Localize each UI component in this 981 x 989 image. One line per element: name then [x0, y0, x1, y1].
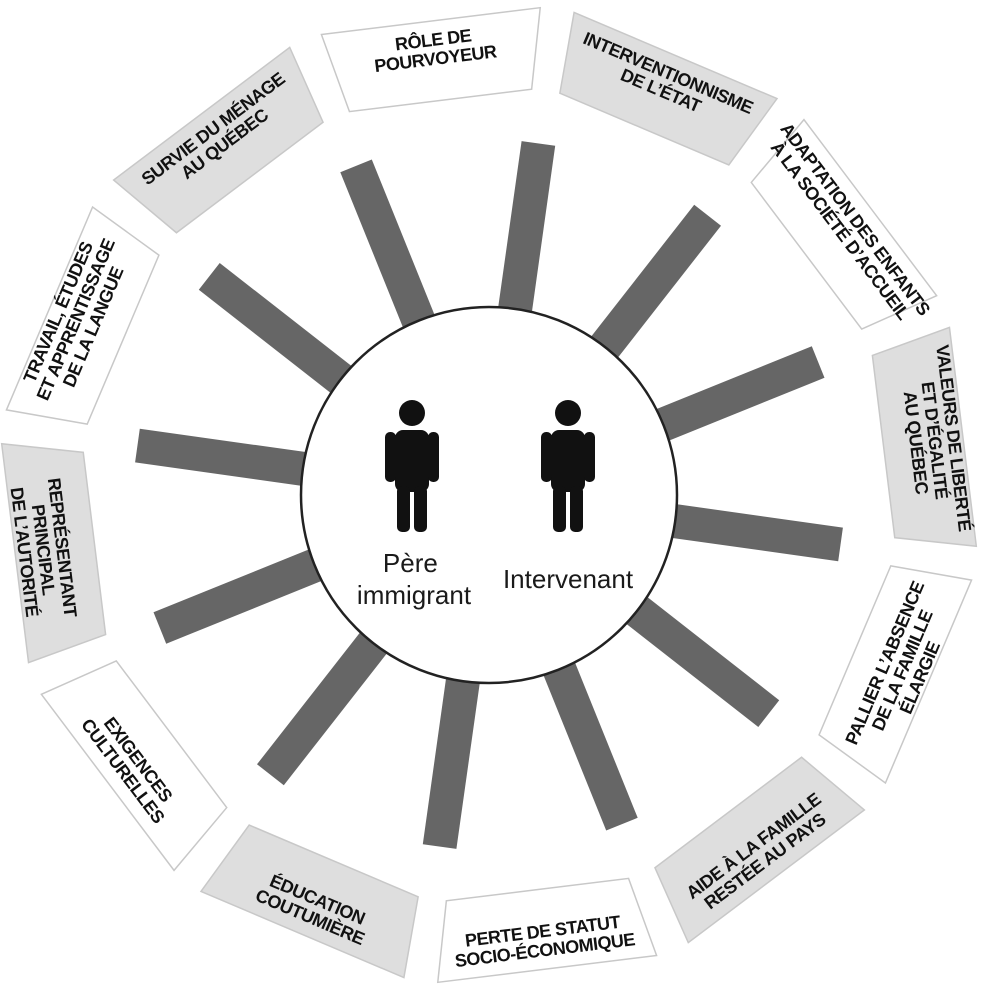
spoke-perte-statut [422, 665, 482, 849]
center-circle [299, 305, 679, 685]
panel-education-coutumiere: ÉDUCATIONCOUTUMIÈRE [199, 824, 419, 979]
label-line: immigrant [357, 580, 472, 610]
spoke-travail-etudes [198, 263, 362, 401]
panel-background [559, 11, 779, 166]
spoke-survie-menage [340, 159, 440, 340]
spoke-valeurs-liberte [659, 502, 843, 562]
spoke-interventionnisme-etat [583, 204, 721, 368]
panel-valeurs-liberte: VALEURS DE LIBERTÉET D’ÉGALITÉAU QUÉBEC [871, 326, 978, 548]
panel-background [112, 46, 324, 234]
panel-background [654, 756, 866, 944]
panel-background [871, 326, 978, 548]
panel-background [320, 6, 542, 113]
spoke-representant-autorite [135, 428, 319, 488]
panel-label: REPRÉSENTANTPRINCIPALDE L’AUTORITÉ [6, 477, 82, 623]
person-intervenant [541, 400, 595, 532]
spoke-education-coutumiere [257, 622, 395, 786]
panel-aide-famille: AIDE À LA FAMILLERESTÉE AU PAYS [654, 756, 866, 944]
person-icon [541, 400, 595, 532]
panel-adaptation-enfants: ADAPTATION DES ENFANTSÀ LA SOCIÉTÉ D’ACC… [750, 118, 938, 330]
panel-exigences-culturelles: EXIGENCESCULTURELLES [40, 660, 228, 872]
panel-role-pourvoyeur: RÔLE DEPOURVOYEUR [320, 6, 542, 113]
panel-background [199, 824, 419, 979]
panel-pallier-absence: PALLIER L’ABSENCEDE LA FAMILLEÉLARGIE [818, 565, 973, 785]
panel-background [0, 442, 107, 664]
panel-interventionnisme-etat: INTERVENTIONNISMEDE L’ÉTAT [559, 11, 779, 166]
panel-representant-autorite: REPRÉSENTANTPRINCIPALDE L’AUTORITÉ [0, 442, 107, 664]
label-intervenant: Intervenant [503, 564, 634, 594]
panel-background [5, 205, 160, 425]
panel-background [818, 565, 973, 785]
panel-travail-etudes: TRAVAIL, ÉTUDESET APPRENTISSAGEDE LA LAN… [5, 205, 160, 425]
spokes-layer [135, 141, 843, 849]
person-icon [385, 400, 439, 532]
panel-background [750, 118, 938, 330]
panel-survie-menage: SURVIE DU MÉNAGEAU QUÉBEC [112, 46, 324, 234]
label-line: Intervenant [503, 564, 634, 594]
panel-perte-statut: PERTE DE STATUTSOCIO-ÉCONOMIQUE [436, 877, 658, 984]
spoke-role-pourvoyeur [496, 141, 556, 325]
spoke-exigences-culturelles [153, 544, 334, 644]
panel-background [40, 660, 228, 872]
label-line: Père [383, 548, 438, 578]
spoke-adaptation-enfants [644, 346, 825, 446]
spoke-pallier-absence [616, 589, 780, 727]
person-immigrant-father [385, 400, 439, 532]
label-pere-immigrant: Père immigrant [357, 548, 472, 610]
spoke-aide-famille [538, 650, 638, 831]
panel-background [436, 877, 658, 984]
